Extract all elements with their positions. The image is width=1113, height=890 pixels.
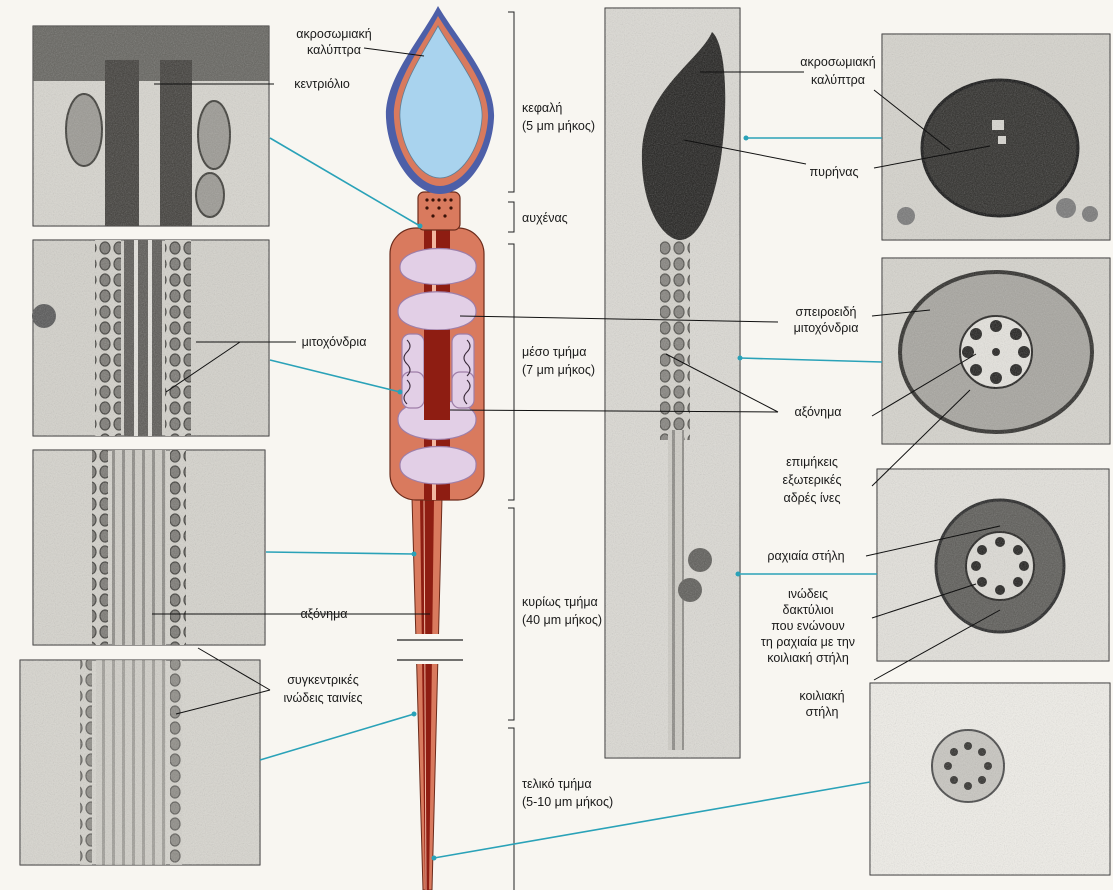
label-head-2: (5 μm μήκος): [522, 119, 595, 133]
cross-section-principal: [877, 469, 1109, 661]
label-acrosome-cap-right-2: καλύπτρα: [811, 73, 865, 87]
neck: [418, 192, 460, 230]
cross-section-midpiece: [882, 258, 1110, 444]
label-axoneme-right: αξόνημα: [794, 405, 841, 419]
label-outer-dense-fibers-2: εξωτερικές: [783, 473, 842, 487]
label-ventral-column-2: στήλη: [806, 705, 839, 719]
label-mitochondria: μιτοχόνδρια: [302, 335, 367, 349]
label-axoneme-left: αξόνημα: [300, 607, 347, 621]
label-neck: αυχένας: [522, 211, 568, 225]
label-end-1: τελικό τμήμα: [522, 777, 592, 791]
label-acrosome-cap-right-1: ακροσωμιακή: [800, 55, 875, 69]
label-fibrous-rings-4: τη ραχιαία με την: [761, 635, 855, 649]
micrograph-longitudinal-right: [605, 8, 740, 758]
micrograph-neck-longitudinal: [33, 26, 269, 226]
label-concentric-bands-2: ινώδεις ταινίες: [284, 691, 363, 705]
label-ventral-column-1: κοιλιακή: [799, 689, 844, 703]
micrograph-principal-longitudinal: [33, 450, 265, 645]
label-principal-2: (40 μm μήκος): [522, 613, 602, 627]
label-acrosome-cap-left-2: καλύπτρα: [307, 43, 361, 57]
micrograph-end-longitudinal: [20, 660, 260, 865]
label-end-2: (5-10 μm μήκος): [522, 795, 613, 809]
label-middle-1: μέσο τμήμα: [522, 345, 586, 359]
label-fibrous-rings-1: ινώδεις: [788, 587, 828, 601]
label-concentric-bands-1: συγκεντρικές: [287, 673, 359, 687]
cross-section-head: [882, 34, 1110, 240]
cross-section-end: [870, 683, 1110, 875]
label-nucleus: πυρήνας: [809, 165, 858, 179]
right-labels: ακροσωμιακή καλύπτρα πυρήνας σπειροειδή …: [761, 55, 876, 719]
label-outer-dense-fibers-1: επιμήκεις: [786, 455, 838, 469]
micrograph-mitochondria-longitudinal: [32, 240, 269, 436]
segment-braces: [508, 12, 514, 890]
label-principal-1: κυρίως τμήμα: [522, 595, 598, 609]
label-fibrous-rings-5: κοιλιακή στήλη: [767, 651, 849, 665]
label-dorsal-column: ραχιαία στήλη: [767, 549, 844, 563]
label-acrosome-cap-left-1: ακροσωμιακή: [296, 27, 371, 41]
label-fibrous-rings-2: δακτύλιοι: [783, 603, 834, 617]
label-spiral-mitochondria-2: μιτοχόνδρια: [794, 321, 859, 335]
label-fibrous-rings-3: που ενώνουν: [771, 619, 845, 633]
label-spiral-mitochondria-1: σπειροειδή: [795, 305, 856, 319]
segment-labels: κεφαλή (5 μm μήκος) αυχένας μέσο τμήμα (…: [522, 101, 613, 809]
label-head-1: κεφαλή: [522, 101, 562, 115]
sperm-schematic: [386, 6, 494, 890]
label-outer-dense-fibers-3: αδρές ίνες: [784, 491, 841, 505]
label-middle-2: (7 μm μήκος): [522, 363, 595, 377]
label-centriole: κεντριόλιο: [294, 77, 350, 91]
